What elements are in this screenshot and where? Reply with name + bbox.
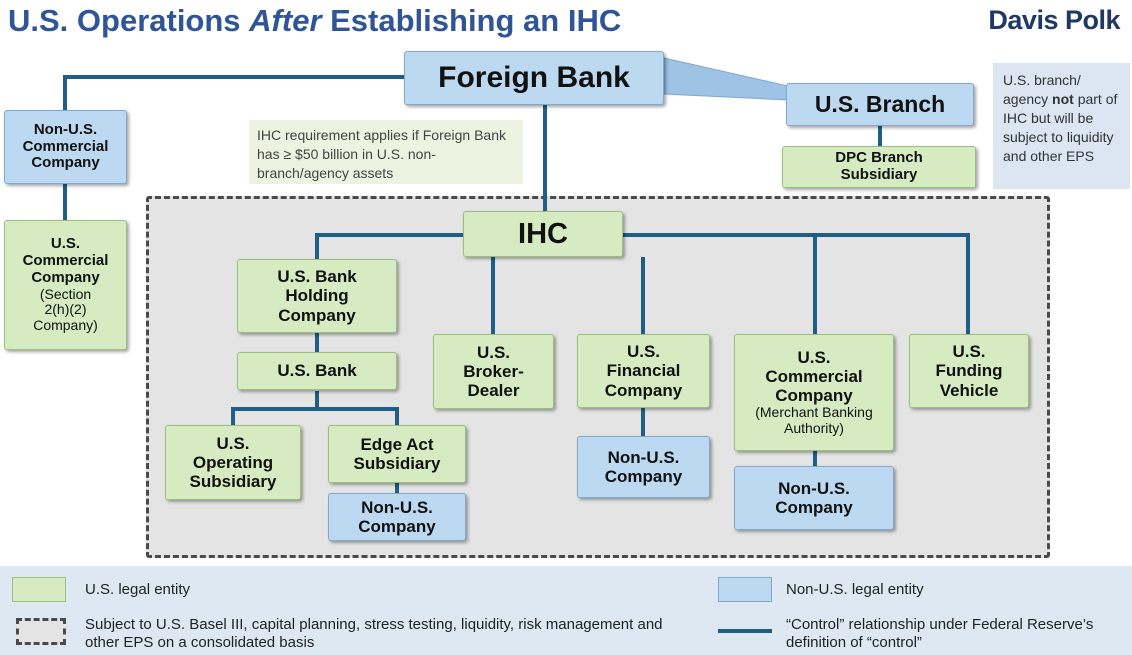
legend-us-entity: U.S. legal entity [85,581,191,598]
us-bank-holding-company-node: U.S. Bank Holding Company [237,259,397,333]
foreign-bank-node: Foreign Bank [404,51,664,105]
legend-non-us-entity: Non-U.S. legal entity [786,581,924,598]
legend-control-relationship: “Control” relationship under Federal Res… [786,616,1094,651]
node-sublabel: (Section 2(h)(2) Company) [33,285,98,334]
branch-note: U.S. branch/ agency not part of IHC but … [993,63,1130,189]
us-bank-node: U.S. Bank [237,352,397,390]
non-us-company-edge-node: Non-U.S. Company [328,493,466,541]
ihc-node: IHC [463,211,623,257]
non-us-commercial-company-node: Non-U.S. Commercial Company [4,110,127,184]
node-sublabel: (Merchant Banking Authority) [755,404,873,437]
node-label: U.S. Commercial Company [22,235,109,286]
us-commercial-company-merchant-banking-node: U.S. Commercial Company(Merchant Banking… [734,334,894,451]
us-operating-subsidiary-node: U.S. Operating Subsidiary [165,425,301,500]
non-us-company-commercial-node: Non-U.S. Company [734,466,894,530]
us-commercial-company-section-node: U.S. Commercial Company(Section 2(h)(2) … [4,220,127,350]
edge-act-subsidiary-node: Edge Act Subsidiary [328,425,466,483]
legend: U.S. legal entity Non-U.S. legal entity … [0,566,1132,655]
ihc-requirement-note: IHC requirement applies if Foreign Bank … [249,120,523,184]
dashed-swatch [16,618,66,645]
us-broker-dealer-node: U.S. Broker- Dealer [433,334,554,409]
branch-note-emphasis: not [1052,90,1074,107]
branch-connector [663,57,789,101]
node-label: U.S. Commercial Company [765,348,863,406]
brand-logo: Davis Polk [988,5,1120,35]
us-financial-company-node: U.S. Financial Company [577,334,710,408]
non-us-entity-swatch [718,577,772,602]
legend-consolidated-basis: Subject to U.S. Basel III, capital plann… [85,616,663,651]
us-branch-node: U.S. Branch [786,83,974,126]
us-funding-vehicle-node: U.S. Funding Vehicle [909,334,1029,408]
page-title: U.S. Operations After Establishing an IH… [8,3,622,38]
control-line-swatch [718,629,772,633]
non-us-company-financial-node: Non-U.S. Company [577,436,710,498]
dpc-branch-subsidiary-node: DPC Branch Subsidiary [782,146,976,188]
title-emphasis: After [249,3,322,38]
us-entity-swatch [12,577,66,602]
